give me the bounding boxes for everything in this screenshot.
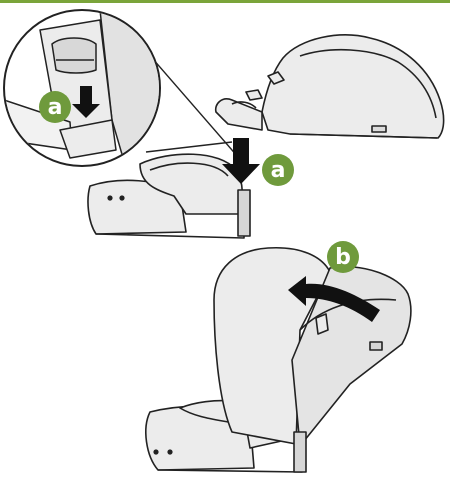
badge-label: a [48,95,63,120]
booster-seat-assembled [146,248,411,472]
badge-label: a [271,158,286,183]
step-badge-a: a [39,91,71,123]
step-badge-a: a [262,154,294,186]
detail-magnifier [4,10,245,168]
header-rule [0,0,450,3]
badge-label: b [335,245,351,270]
backrest-detached [216,35,444,138]
step-badge-b: b [327,241,359,273]
